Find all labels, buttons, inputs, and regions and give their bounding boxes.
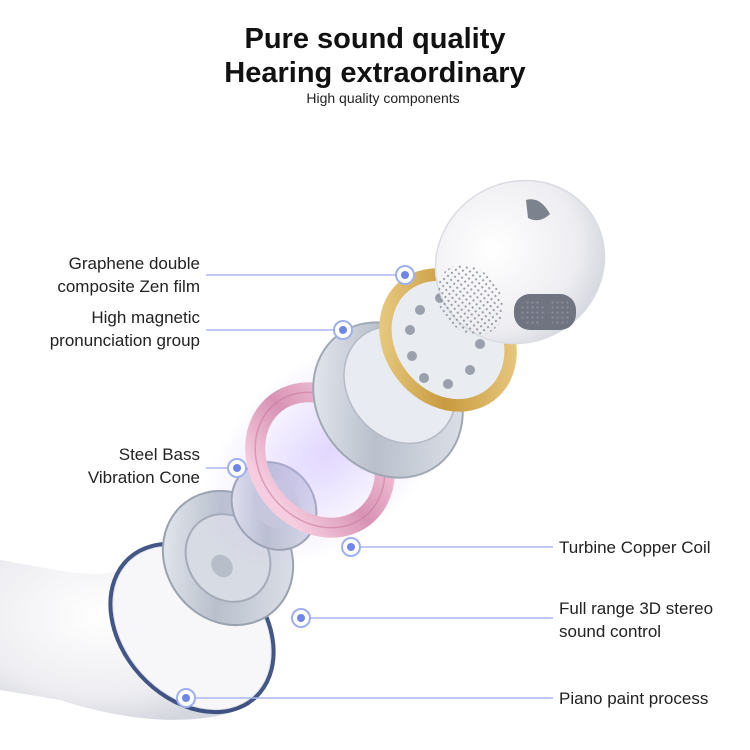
callout-stereo-line1: Full range 3D stereo — [559, 599, 714, 618]
title-line-1: Pure sound quality — [244, 23, 506, 55]
marker-stereo — [291, 608, 311, 628]
callout-paint-line1: Piano paint process — [559, 689, 709, 708]
marker-steel — [227, 458, 247, 478]
callout-graphene-line2: composite Zen film — [57, 277, 200, 296]
marker-paint — [176, 688, 196, 708]
marker-coil — [341, 537, 361, 557]
title-line-2: Hearing extraordinary — [224, 57, 526, 89]
callout-graphene: Graphene double composite Zen film — [0, 252, 200, 298]
marker-magnetic — [333, 320, 353, 340]
callout-coil-line1: Turbine Copper Coil — [559, 538, 711, 557]
callout-lines — [186, 274, 553, 699]
marker-graphene — [395, 265, 415, 285]
callout-magnetic-line1: High magnetic — [91, 308, 200, 327]
callout-stereo: Full range 3D stereo sound control — [559, 597, 749, 643]
callout-paint: Piano paint process — [559, 687, 749, 710]
callout-steel-line2: Vibration Cone — [87, 468, 200, 487]
callout-coil: Turbine Copper Coil — [559, 536, 749, 559]
subtitle: High quality components — [306, 90, 460, 106]
callout-magnetic-line2: pronunciation group — [49, 331, 200, 350]
callout-steel-line1: Steel Bass — [118, 445, 200, 464]
callout-steel: Steel Bass Vibration Cone — [0, 443, 200, 489]
callout-markers — [176, 265, 415, 708]
callout-stereo-line2: sound control — [559, 622, 662, 641]
callout-magnetic: High magnetic pronunciation group — [0, 306, 200, 352]
earbud-head — [434, 179, 606, 345]
callout-graphene-line1: Graphene double — [68, 254, 200, 273]
